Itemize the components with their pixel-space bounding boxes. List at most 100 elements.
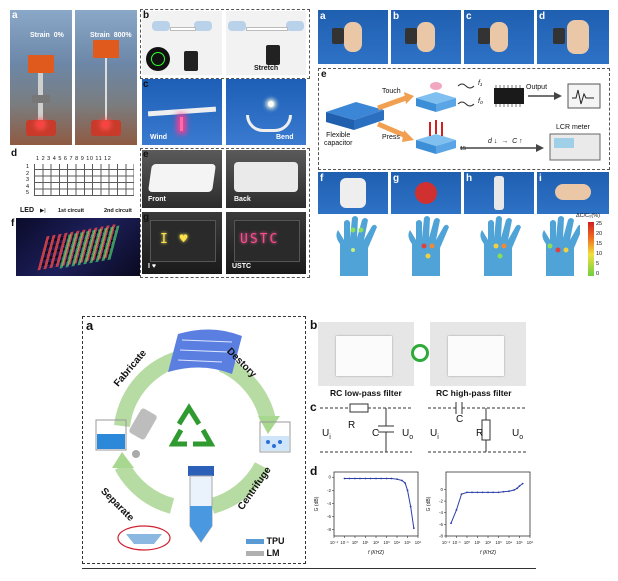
fig2-photo-b <box>391 10 461 64</box>
wind-caption: Wind <box>150 134 168 141</box>
data-point <box>471 491 473 494</box>
x-axis-label: f (KHZ) <box>368 550 384 556</box>
y-tick-label: -8 <box>439 534 443 539</box>
series-line <box>450 483 523 524</box>
data-point <box>487 491 489 494</box>
press-label: Press <box>382 134 400 141</box>
data-point <box>380 477 382 480</box>
colorbar <box>588 222 594 276</box>
panel-g-photo-left: I ♥ <box>142 212 222 274</box>
panel-a-photo-right <box>75 10 137 145</box>
glove-heatmaps <box>336 216 580 276</box>
uo-subscript: o <box>409 434 414 441</box>
data-point <box>521 482 524 485</box>
fig2-label-f: f <box>320 173 324 184</box>
i-love-caption: I ♥ <box>148 263 157 270</box>
highpass-r-label: R <box>476 428 484 439</box>
low-pass-caption: RC low-pass filter <box>330 388 402 398</box>
panel-b-photo-left <box>142 11 222 75</box>
ui-subscript: i <box>437 434 439 441</box>
strain-0-label: Strain 0% <box>30 32 64 39</box>
colorbar-tick: 25 <box>596 221 603 227</box>
glove-h <box>480 216 521 276</box>
data-point <box>401 479 403 482</box>
panel-e-label: e <box>143 149 149 160</box>
fig2-label-d: d <box>539 11 546 22</box>
x-tick-label: 10⁴ <box>506 540 513 545</box>
highpass-c-label: C <box>456 414 464 425</box>
led-grid <box>34 164 134 196</box>
data-point <box>455 508 458 511</box>
ustc-led-display: USTC <box>240 232 280 247</box>
y-axis-label: G (dB) <box>314 496 320 511</box>
data-point <box>518 485 521 487</box>
figure-2: a b c d e <box>316 8 612 280</box>
fig2-photo-a <box>318 10 388 64</box>
data-point <box>354 477 356 480</box>
f0-label: f₀ <box>478 98 483 105</box>
colorbar-tick: 10 <box>596 251 603 257</box>
fig2-photo-h <box>464 172 534 214</box>
bottom-rule <box>82 568 536 569</box>
panel-c-photo-left <box>142 79 222 145</box>
row-1: 1 <box>26 164 30 170</box>
y-tick-label: 0 <box>440 487 443 492</box>
y-axis-label: G (dB) <box>426 496 432 511</box>
ustc-caption: USTC <box>232 263 252 270</box>
led-column-numbers: 1 2 3 4 5 6 7 8 9 10 11 12 <box>36 156 112 162</box>
data-point <box>497 491 500 494</box>
fig2-photo-d <box>537 10 609 64</box>
panel-e-photo-front <box>142 150 222 208</box>
data-point <box>450 522 452 525</box>
y-tick-label: -2 <box>327 488 331 493</box>
flexible-capacitor-label: Flexible capacitor <box>324 132 353 147</box>
x-tick-label: 10⁻¹ <box>452 540 461 545</box>
y-tick-label: -6 <box>327 514 331 519</box>
fig2-top-photos: a b c d <box>316 8 612 66</box>
sensing-schematic <box>326 82 601 161</box>
number-15: 15 <box>460 146 467 152</box>
rc-circuit-diagrams <box>320 402 526 453</box>
data-point <box>396 478 398 481</box>
fig2-label-i: i <box>539 173 542 184</box>
lcr-meter-label: LCR meter <box>556 124 590 131</box>
panel-c-photo-right <box>226 79 306 145</box>
i-love-led-display: I ♥ <box>160 232 190 247</box>
x-tick-label: 10⁵ <box>404 540 411 545</box>
fig2-label-b: b <box>393 11 400 22</box>
data-point <box>375 477 377 480</box>
panel-b-label: b <box>143 10 150 21</box>
data-point <box>466 491 468 494</box>
high-pass-caption: RC high-pass filter <box>436 388 512 398</box>
legend-tpu-label: TPU <box>266 536 285 546</box>
series-line <box>344 478 415 529</box>
data-point <box>406 489 409 492</box>
x-axis-label: f (KHZ) <box>480 550 496 556</box>
fig2-photo-f <box>318 172 388 214</box>
panel-g-photo-right: USTC <box>226 212 306 274</box>
glove-f <box>336 216 377 276</box>
row-3: 3 <box>26 177 30 183</box>
swap-arrows-icon <box>411 344 429 362</box>
legend-lm: LM <box>246 548 280 558</box>
panel-c-label: c <box>143 79 149 90</box>
panel-f-label: f <box>11 218 15 229</box>
colorbar-tick: 15 <box>596 241 603 247</box>
row-4: 4 <box>26 183 30 190</box>
glove-i <box>542 216 580 276</box>
data-point <box>369 477 372 480</box>
panel-a-photo-left <box>10 10 72 145</box>
panel-b-frame <box>140 9 310 79</box>
x-tick-label: 10⁴ <box>394 540 401 545</box>
fig3-panel-b-label: b <box>310 318 318 332</box>
colorbar-ticks: 25 20 15 10 5 0 <box>596 219 602 279</box>
x-tick-label: 10⁶ <box>415 540 422 545</box>
figure-3: a Fabricate Destory <box>0 296 618 581</box>
plot-frame <box>333 471 419 537</box>
data-point <box>409 505 412 508</box>
lowpass-uo-label: Uo <box>402 428 413 441</box>
x-tick-label: 10⁻¹ <box>340 540 349 545</box>
y-tick-label: -4 <box>327 501 331 506</box>
recycle-panel-frame <box>82 316 306 564</box>
